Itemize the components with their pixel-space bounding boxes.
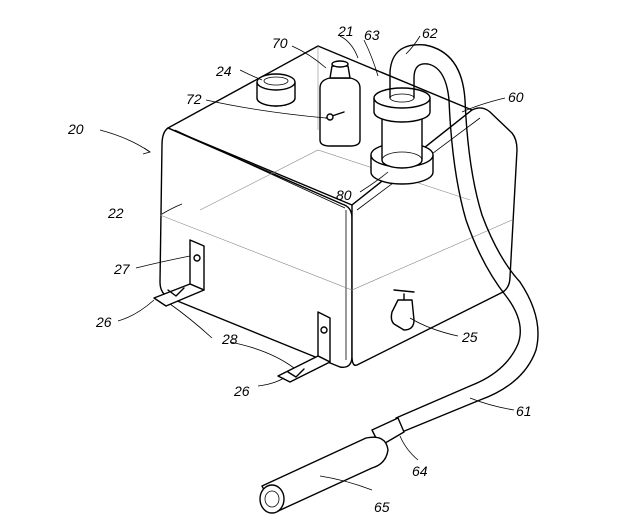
- label-tube: 60: [508, 89, 524, 105]
- drain-valve: [390, 289, 415, 331]
- label-mount-bracket: 27: [113, 261, 131, 277]
- label-tube-lower: 61: [516, 403, 532, 419]
- label-coupling-top: 63: [364, 27, 380, 43]
- tank-edge-line: [174, 129, 346, 209]
- label-hose-end: 62: [422, 25, 438, 41]
- label-bottle: 70: [272, 35, 288, 51]
- label-tank-lid: 21: [337, 23, 354, 39]
- bracket-left: [153, 239, 205, 307]
- label-bracket: 28: [221, 331, 238, 347]
- leader-lines: [99, 35, 515, 491]
- reference-numerals: 20 21 22 24 25 26 26 27 28 60 61 62 63 6…: [67, 23, 532, 515]
- hidden-line: [159, 214, 513, 291]
- tank-front-face: [159, 127, 353, 368]
- tank-right-face: [351, 107, 518, 366]
- label-cap: 24: [215, 63, 232, 79]
- label-drain-valve: 25: [461, 329, 478, 345]
- bottle: [319, 60, 361, 147]
- label-tank-body: 22: [107, 205, 124, 221]
- label-bottle-fitting: 72: [186, 91, 202, 107]
- label-collar: 64: [412, 463, 428, 479]
- bracket-right: [277, 311, 331, 383]
- label-nozzle: 65: [374, 499, 390, 515]
- cap: [256, 73, 296, 107]
- hidden-line: [199, 149, 471, 211]
- label-fitting-base: 80: [336, 187, 352, 203]
- hose: [389, 44, 539, 433]
- coupling: [370, 87, 434, 185]
- label-foot-left: 26: [95, 314, 112, 330]
- label-device: 20: [67, 121, 84, 137]
- label-foot-right: 26: [233, 383, 250, 399]
- nozzle-assembly: [259, 417, 405, 514]
